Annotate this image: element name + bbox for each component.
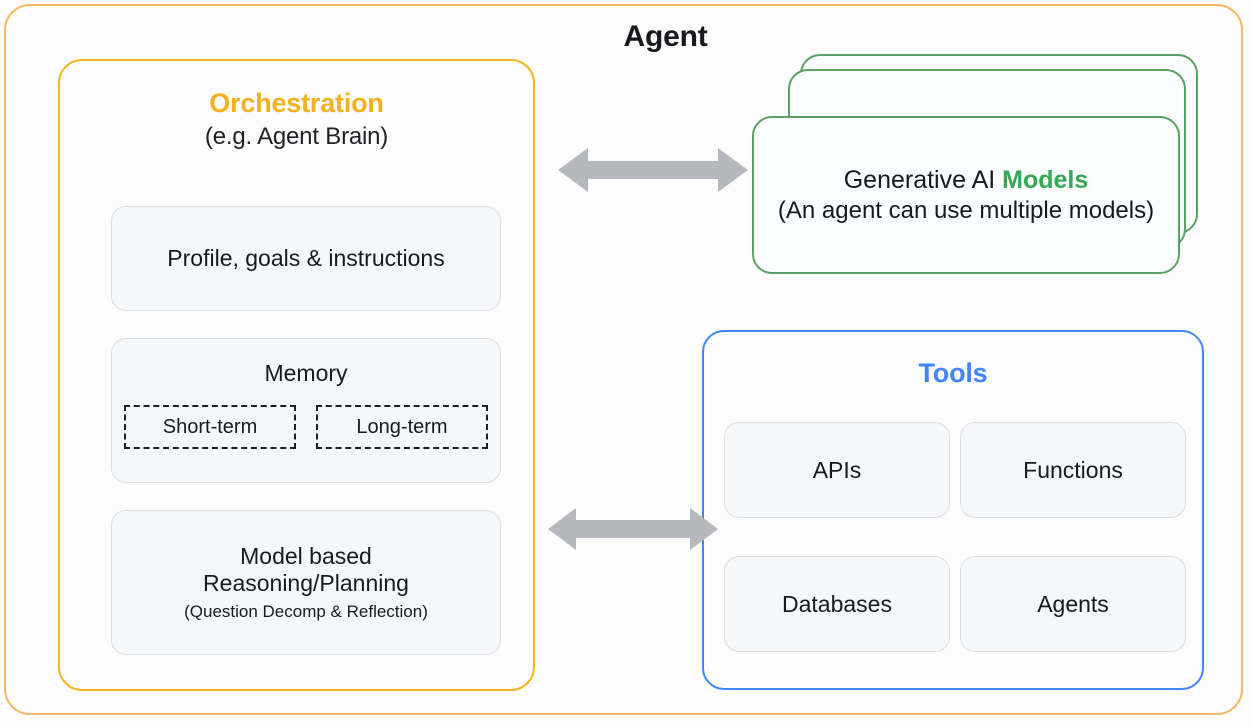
- tools-grid: APIs Functions Databases Agents: [724, 422, 1186, 652]
- tool-card-functions-label: Functions: [1023, 456, 1123, 483]
- tool-card-agents: Agents: [960, 556, 1186, 652]
- models-stack: Generative AI Models (An agent can use m…: [752, 54, 1198, 274]
- models-title-plain: Generative AI: [843, 166, 1003, 195]
- page-title: Agent: [0, 20, 1251, 54]
- orchestration-tools-arrow-icon: [548, 508, 718, 550]
- tool-card-functions: Functions: [960, 422, 1186, 518]
- orchestration-models-arrow-icon: [558, 148, 748, 192]
- orchestration-subtitle: (e.g. Agent Brain): [204, 123, 389, 150]
- memory-label: Memory: [264, 360, 348, 386]
- models-title-highlight: Models: [1002, 166, 1089, 195]
- tools-panel: Tools APIs Functions Databases Agents: [702, 330, 1204, 690]
- tool-card-databases: Databases: [724, 556, 950, 652]
- models-title: Generative AI Models: [844, 165, 1089, 196]
- tool-card-databases-label: Databases: [782, 590, 892, 617]
- card-model-based-reasoning: Model based Reasoning/Planning (Question…: [111, 510, 501, 655]
- card-profile-goals-instructions: Profile, goals & instructions: [111, 206, 501, 311]
- card-memory: Memory Short-term Long-term: [111, 338, 501, 483]
- tool-card-apis: APIs: [724, 422, 950, 518]
- models-subtitle: (An agent can use multiple models): [777, 196, 1155, 224]
- orchestration-panel: Orchestration (e.g. Agent Brain) Profile…: [58, 59, 535, 691]
- tool-card-apis-label: APIs: [812, 456, 862, 483]
- model-card-front: Generative AI Models (An agent can use m…: [752, 116, 1180, 274]
- tool-card-agents-label: Agents: [1037, 590, 1109, 617]
- memory-chip-short-term-label: Short-term: [162, 415, 258, 438]
- card-profile-label: Profile, goals & instructions: [167, 245, 445, 271]
- reasoning-line-2: Reasoning/Planning: [203, 570, 409, 597]
- tools-title: Tools: [918, 358, 988, 388]
- memory-chip-long-term-label: Long-term: [356, 415, 448, 438]
- memory-chip-long-term: Long-term: [316, 405, 488, 449]
- reasoning-line-3: (Question Decomp & Reflection): [184, 601, 428, 621]
- agent-title-text: Agent: [623, 20, 708, 53]
- orchestration-title: Orchestration: [209, 88, 384, 118]
- reasoning-line-1: Model based: [240, 542, 372, 569]
- memory-chip-row: Short-term Long-term: [124, 405, 488, 449]
- memory-chip-short-term: Short-term: [124, 405, 296, 449]
